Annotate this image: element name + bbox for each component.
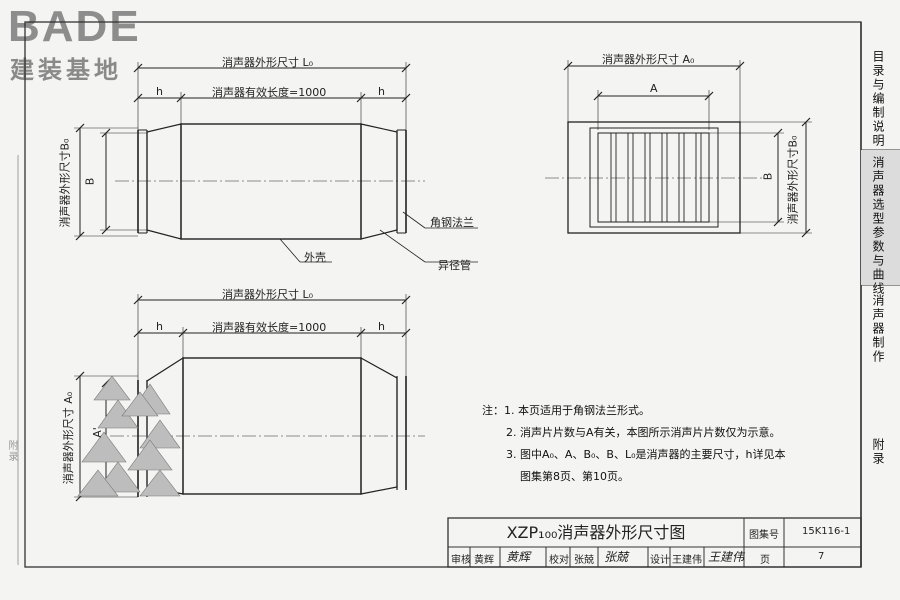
atlas-number: 15K116-1 — [802, 526, 851, 537]
sheet-frame — [17, 21, 900, 568]
end-B-label: B — [761, 172, 775, 181]
tab-selection-parameters[interactable]: 消声器选型参数与曲线 — [871, 156, 885, 296]
bottom-effective-length-label: 消声器有效长度=1000 — [212, 321, 327, 334]
notes-block: 注：1. 本页适用于角钢法兰形式。 2. 消声片片数与A有关，本图所示消声片片数… — [482, 400, 785, 488]
brand-logo: BADE — [8, 2, 141, 51]
reviewer-signature: 黄辉 — [506, 550, 531, 564]
designer-signature: 王建伟 — [708, 550, 745, 564]
notes-prefix: 注： — [482, 404, 504, 417]
drawing-title: XZP₁₀₀消声器外形尺寸图 — [506, 523, 686, 542]
note-3: 3. 图中A₀、A、B₀、B、L₀是消声器的主要尺寸，h详见本 — [506, 448, 786, 461]
top-overall-length-label: 消声器外形尺寸 L₀ — [222, 56, 314, 69]
checker-signature: 张兢 — [604, 550, 629, 564]
end-view — [545, 60, 812, 238]
bottom-overall-length-label: 消声器外形尺寸 L₀ — [222, 288, 314, 301]
note-2: 2. 消声片片数与A有关，本图所示消声片片数仅为示意。 — [506, 426, 781, 439]
atlas-label: 图集号 — [749, 530, 779, 541]
tab-appendix[interactable]: 附录 — [871, 438, 885, 466]
brand-logo-chinese: 建装基地 — [10, 56, 122, 84]
top-h-right-label: h — [378, 85, 385, 98]
left-margin-mark: 附录 — [6, 440, 17, 462]
end-side-height-label: 消声器外形尺寸B₀ — [786, 135, 800, 225]
bottom-h-left-label: h — [156, 320, 163, 333]
end-A-label: A — [650, 82, 658, 95]
top-view — [74, 62, 478, 263]
tab-manufacture[interactable]: 消声器制作 — [871, 294, 885, 364]
reviewer-name: 黄辉 — [474, 555, 494, 566]
flange-label: 角钢法兰 — [430, 216, 474, 229]
tab-contents[interactable]: 目录与编制说明 — [871, 50, 885, 148]
top-side-height-label: 消声器外形尺寸B₀ — [58, 138, 72, 228]
page-number: 7 — [818, 551, 825, 562]
top-h-left-label: h — [156, 85, 163, 98]
page-label: 页 — [760, 555, 770, 566]
bottom-side-height-label: 消声器外形尺寸 A₀ — [62, 391, 76, 485]
end-overall-width-label: 消声器外形尺寸 A₀ — [602, 53, 695, 66]
checker-name: 张兢 — [574, 555, 594, 566]
design-label: 设计 — [650, 555, 670, 566]
title-block — [447, 517, 862, 568]
note-1: 1. 本页适用于角钢法兰形式。 — [504, 404, 650, 417]
review-label: 审核 — [451, 555, 471, 566]
top-effective-length-label: 消声器有效长度=1000 — [212, 86, 327, 99]
bottom-A-prime-label: A' — [90, 427, 104, 438]
top-B-label: B — [83, 177, 97, 186]
note-3-continued: 图集第8页、第10页。 — [520, 470, 629, 483]
designer-name: 王建伟 — [672, 555, 702, 566]
check-label: 校对 — [549, 555, 569, 566]
casing-label: 外壳 — [304, 251, 326, 264]
splitter-pattern — [77, 375, 181, 497]
reducer-label: 异径管 — [438, 259, 471, 272]
bottom-h-right-label: h — [378, 320, 385, 333]
